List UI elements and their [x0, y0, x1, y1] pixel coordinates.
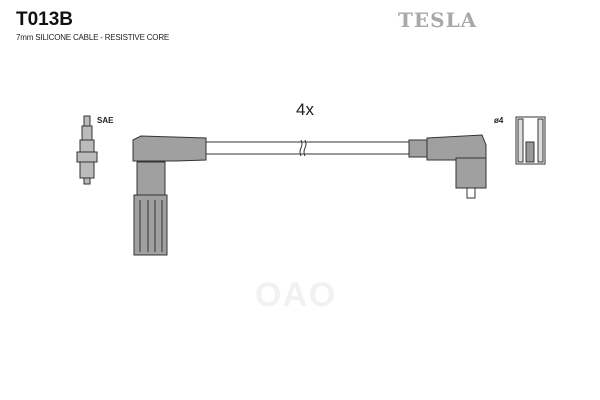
spark-plug-icon — [76, 115, 98, 185]
cable — [204, 139, 411, 157]
description: 7mm SILICONE CABLE - RESISTIVE CORE — [16, 33, 170, 42]
plug-type-label: SAE — [97, 116, 114, 125]
spark-plug-boot — [132, 135, 207, 256]
terminal-diameter-label: ø4 — [494, 116, 504, 125]
terminal-icon — [515, 116, 546, 165]
quantity-label: 4x — [296, 100, 314, 119]
coil-boot — [408, 134, 487, 199]
brand-logo: TESLA — [398, 8, 478, 32]
watermark: ОАО — [255, 276, 338, 314]
part-number: T013B — [16, 9, 74, 30]
